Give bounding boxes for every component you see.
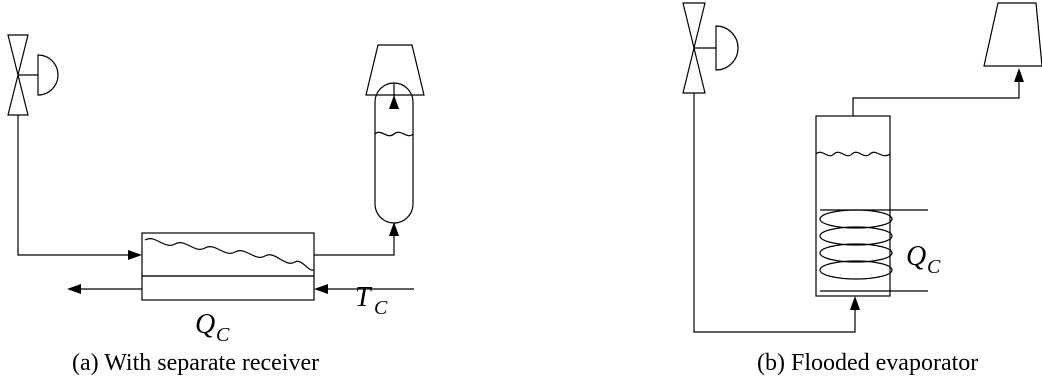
pipe-valve-to-exchanger <box>17 115 142 260</box>
panel-b: Q C (b) Flooded evaporator <box>682 2 1042 376</box>
pipe-exchanger-to-receiver <box>314 222 399 256</box>
panel-a: T C Q C (a) With separate receiver <box>7 34 425 376</box>
heat-symbol: Q <box>906 241 926 272</box>
heat-subscript: C <box>927 256 941 278</box>
temp-symbol: T <box>355 282 373 313</box>
temp-subscript: C <box>374 297 388 319</box>
caption-b: (b) Flooded evaporator <box>757 350 978 376</box>
expansion-valve-a <box>7 34 59 116</box>
heat-exchanger-a <box>141 232 315 301</box>
heat-label-a: Q C <box>195 309 230 346</box>
compressor-b <box>983 2 1042 67</box>
expansion-valve-b <box>682 2 739 94</box>
flooded-evaporator-vessel <box>815 115 891 297</box>
heat-symbol: Q <box>195 309 215 340</box>
pipe-evaporator-to-compressor <box>852 68 1024 116</box>
receiver-vessel <box>374 82 414 224</box>
heat-label-b: Q C <box>906 241 941 278</box>
cooling-coil <box>819 209 928 292</box>
heat-subscript: C <box>216 324 230 346</box>
pipe-valve-to-evaporator <box>693 93 860 333</box>
caption-a: (a) With separate receiver <box>72 350 319 376</box>
temperature-label-a: T C <box>355 282 388 319</box>
pipe-receiver-to-compressor <box>389 83 399 109</box>
compressor-a <box>365 44 425 96</box>
secondary-fluid-line <box>67 284 414 294</box>
